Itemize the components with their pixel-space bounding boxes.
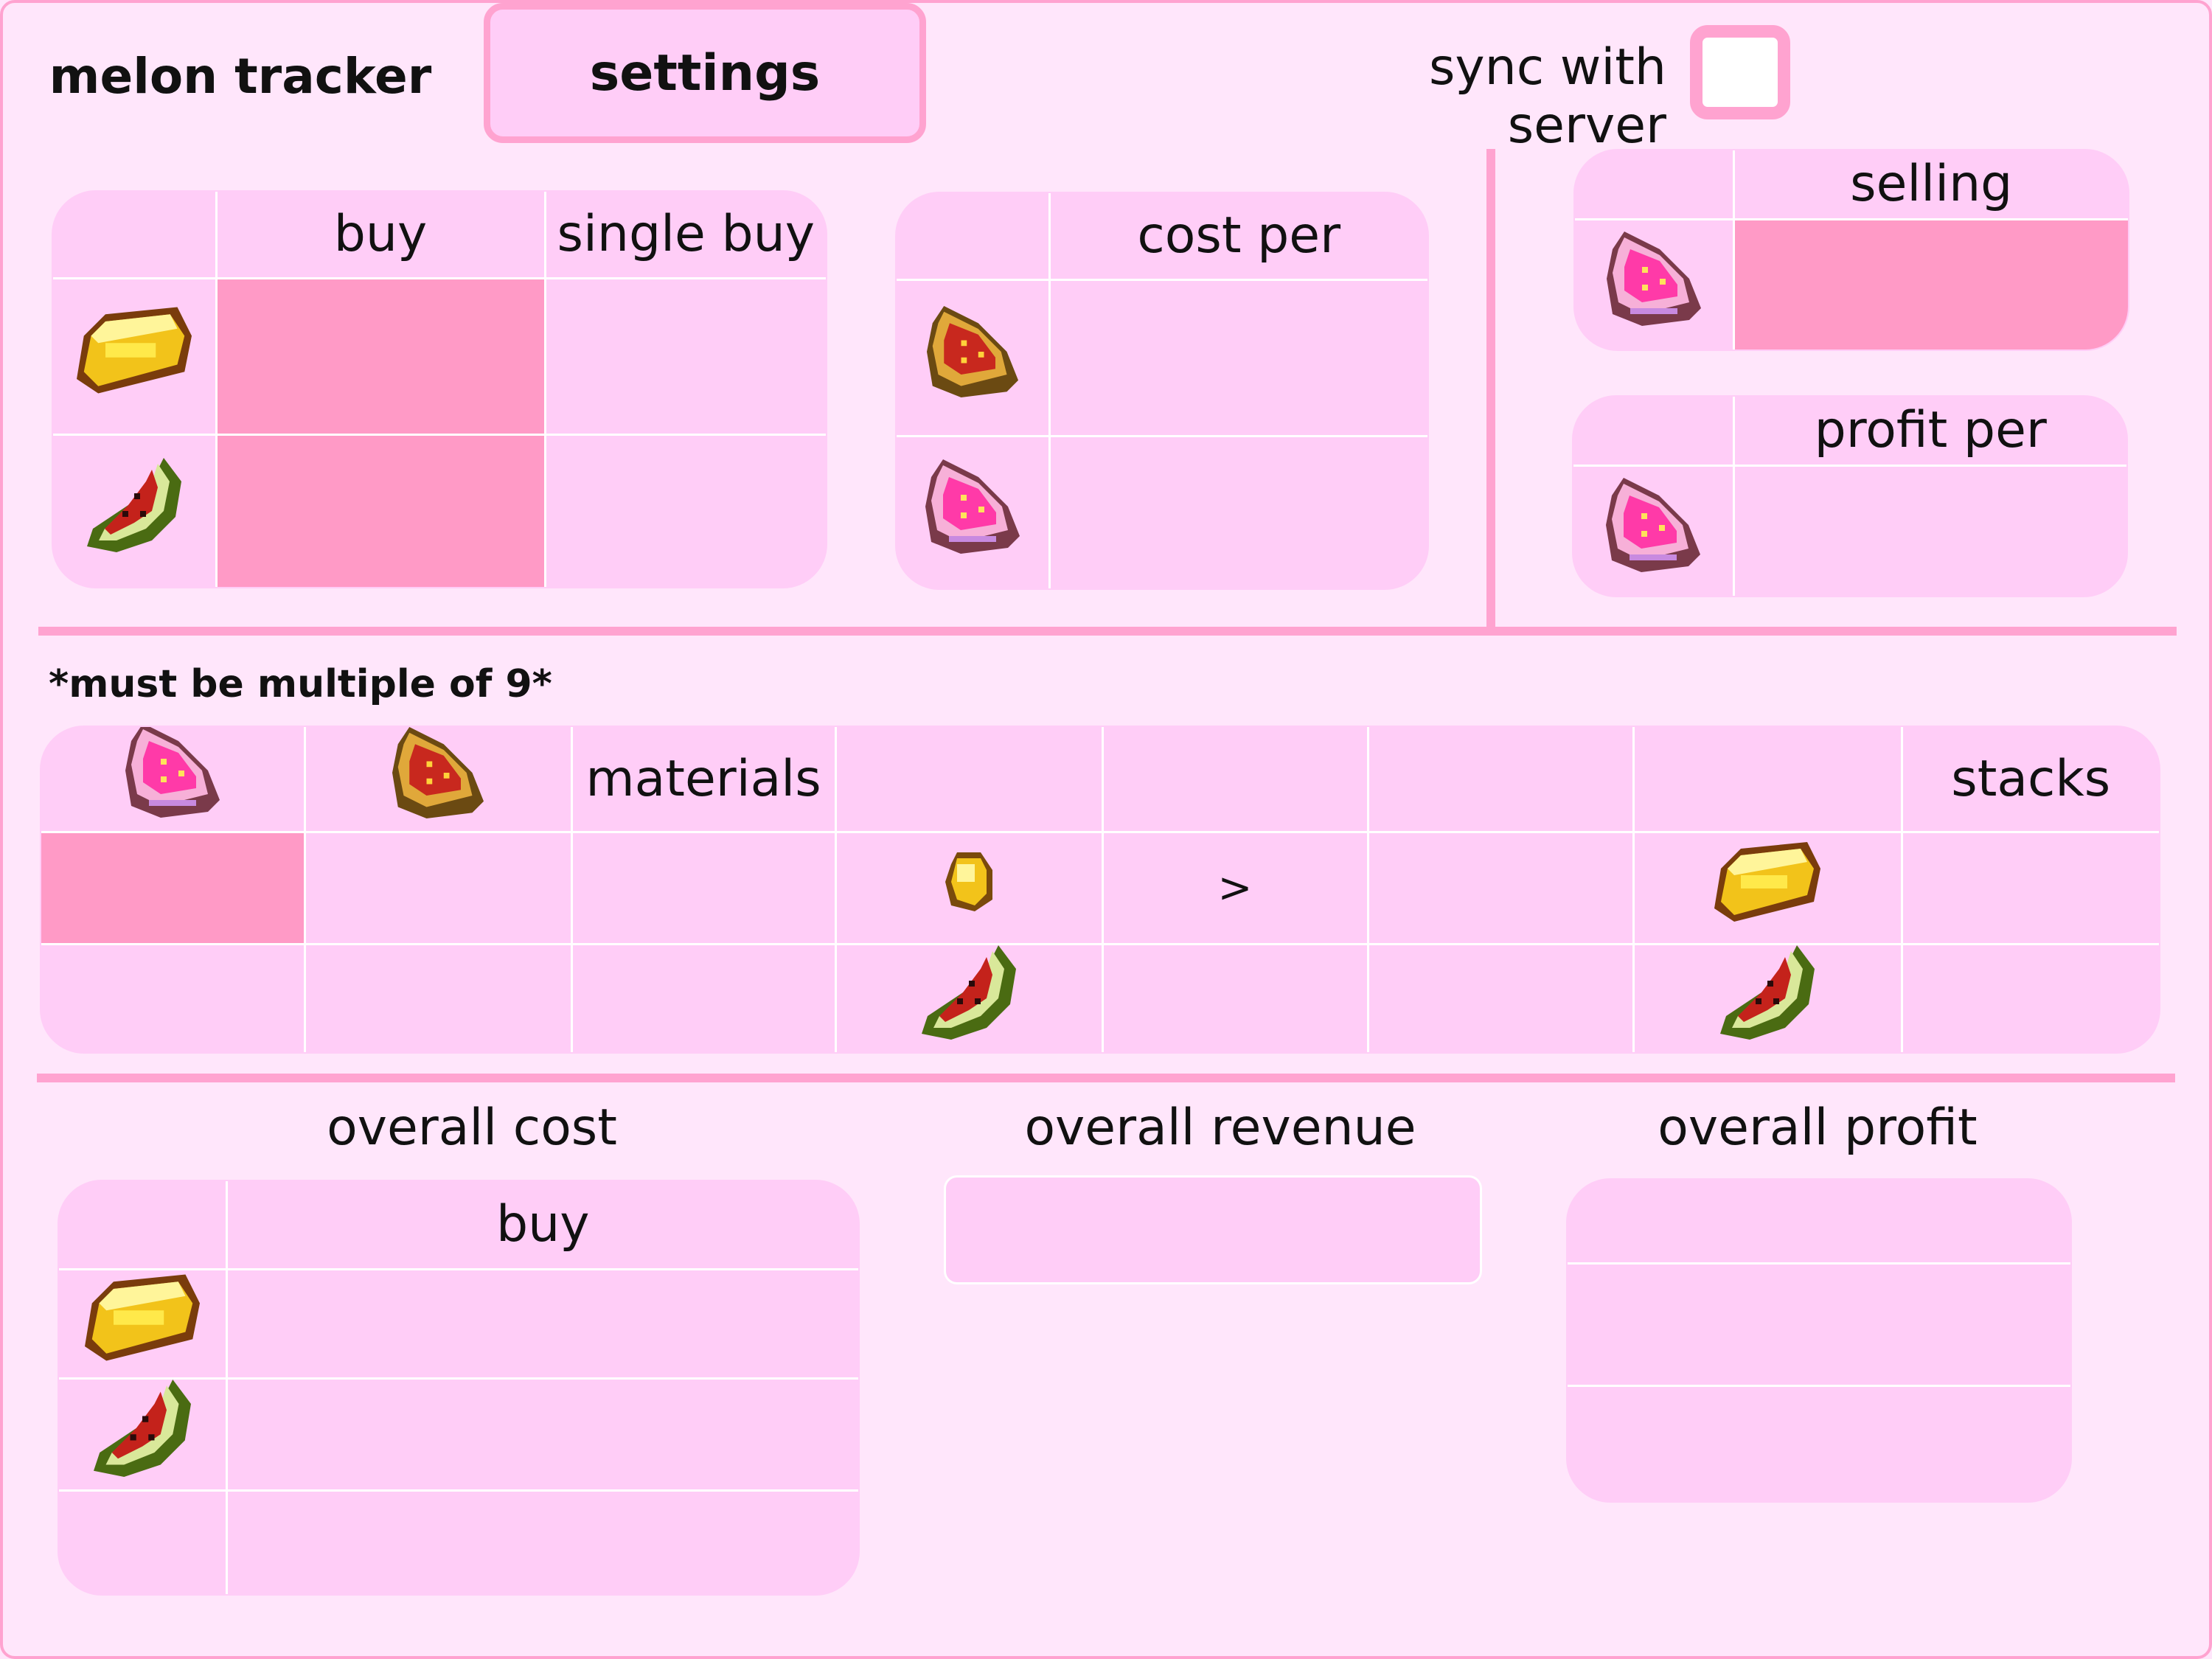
- melon-slice-icon: [59, 1377, 228, 1492]
- multiple-note: *must be multiple of 9*: [49, 662, 552, 706]
- materials-cell: [1366, 831, 1635, 945]
- profit-table-corner: [1573, 397, 1735, 467]
- stacks-header: stacks: [1900, 727, 2159, 833]
- melon-slice-icon: [53, 433, 218, 587]
- materials-col-5-header: [1101, 727, 1369, 833]
- selling-table-corner: [1575, 150, 1735, 220]
- overall-revenue-value: [944, 1175, 1482, 1284]
- materials-cell: [41, 943, 306, 1052]
- cost-per-glistering-value: [1048, 278, 1427, 437]
- buy-header: buy: [215, 192, 546, 279]
- overall-cost-label: overall cost: [327, 1099, 617, 1157]
- melon-slice-icon: [1632, 943, 1903, 1052]
- overall-profit-label: overall profit: [1658, 1099, 1978, 1157]
- materials-cell: [570, 943, 837, 1052]
- overall-profit-row: [1568, 1180, 2070, 1265]
- single-buy-header: single buy: [543, 192, 826, 279]
- buy-table: buy single buy: [52, 190, 827, 588]
- materials-cell: [303, 943, 573, 1052]
- buy-melon-input[interactable]: [215, 433, 546, 587]
- materials-col-7-header: [1632, 727, 1903, 833]
- profit-per-header: profit per: [1732, 397, 2126, 467]
- materials-col-6-header: [1366, 727, 1635, 833]
- stacks-gold-value: [1900, 831, 2159, 945]
- materials-cell: [303, 831, 573, 945]
- pink-melon-icon: [1575, 218, 1735, 349]
- stacks-melon-value: [1900, 943, 2159, 1052]
- overall-cost-gold-value: [225, 1267, 858, 1380]
- gold-nugget-icon: [834, 831, 1104, 945]
- overall-revenue-label: overall revenue: [1024, 1099, 1416, 1157]
- vertical-divider: [1486, 149, 1495, 628]
- overall-profit-table: [1566, 1178, 2072, 1503]
- glistering-melon-icon: [897, 278, 1051, 437]
- cost-per-pink-value: [1048, 434, 1427, 588]
- section-divider: [37, 1074, 2175, 1082]
- materials-table: materials stacks >: [40, 726, 2160, 1054]
- overall-cost-total-value: [225, 1489, 858, 1594]
- gold-bar-icon: [53, 276, 218, 436]
- tab-melon-tracker-label: melon tracker: [49, 47, 432, 105]
- overall-profit-row: [1568, 1384, 2070, 1501]
- sync-checkbox[interactable]: [1690, 25, 1790, 119]
- pink-melon-icon: [41, 727, 306, 833]
- overall-cost-melon-value: [225, 1377, 858, 1492]
- single-buy-melon-value: [543, 433, 826, 587]
- tab-settings-label: settings: [589, 44, 821, 102]
- pink-melon-icon: [1573, 464, 1735, 596]
- materials-cell: [570, 831, 837, 945]
- materials-header: materials: [570, 727, 837, 833]
- pink-melon-amount-input[interactable]: [41, 831, 306, 945]
- materials-cell: [1366, 943, 1635, 1052]
- tab-melon-tracker[interactable]: melon tracker: [6, 6, 482, 146]
- melon-slice-icon: [834, 943, 1104, 1052]
- buy-table-corner: [53, 192, 218, 279]
- arrow-indicator: >: [1101, 831, 1369, 945]
- profit-per-value: [1732, 464, 2126, 596]
- overall-cost-table: buy: [58, 1180, 860, 1596]
- profit-per-table: profit per: [1572, 395, 2128, 597]
- materials-cell: [1101, 943, 1369, 1052]
- cost-table-corner: [897, 193, 1051, 281]
- cost-per-header: cost per: [1048, 193, 1427, 281]
- overall-cost-corner: [59, 1181, 228, 1270]
- gold-bar-icon: [1632, 831, 1903, 945]
- section-divider: [38, 627, 2177, 636]
- materials-col-4-header: [834, 727, 1104, 833]
- selling-header: selling: [1732, 150, 2128, 220]
- tab-settings[interactable]: settings: [484, 3, 926, 143]
- cost-per-table: cost per: [895, 192, 1429, 590]
- buy-gold-input[interactable]: [215, 276, 546, 436]
- gold-bar-icon: [59, 1267, 228, 1380]
- glistering-melon-icon: [303, 727, 573, 833]
- selling-table: selling: [1573, 149, 2129, 351]
- overall-cost-total-label: [59, 1489, 228, 1594]
- sync-label: sync with server: [1428, 38, 1666, 155]
- pink-melon-icon: [897, 434, 1051, 588]
- overall-buy-header: buy: [225, 1181, 858, 1270]
- single-buy-gold-value: [543, 276, 826, 436]
- overall-profit-row: [1568, 1262, 2070, 1387]
- selling-input[interactable]: [1732, 218, 2128, 349]
